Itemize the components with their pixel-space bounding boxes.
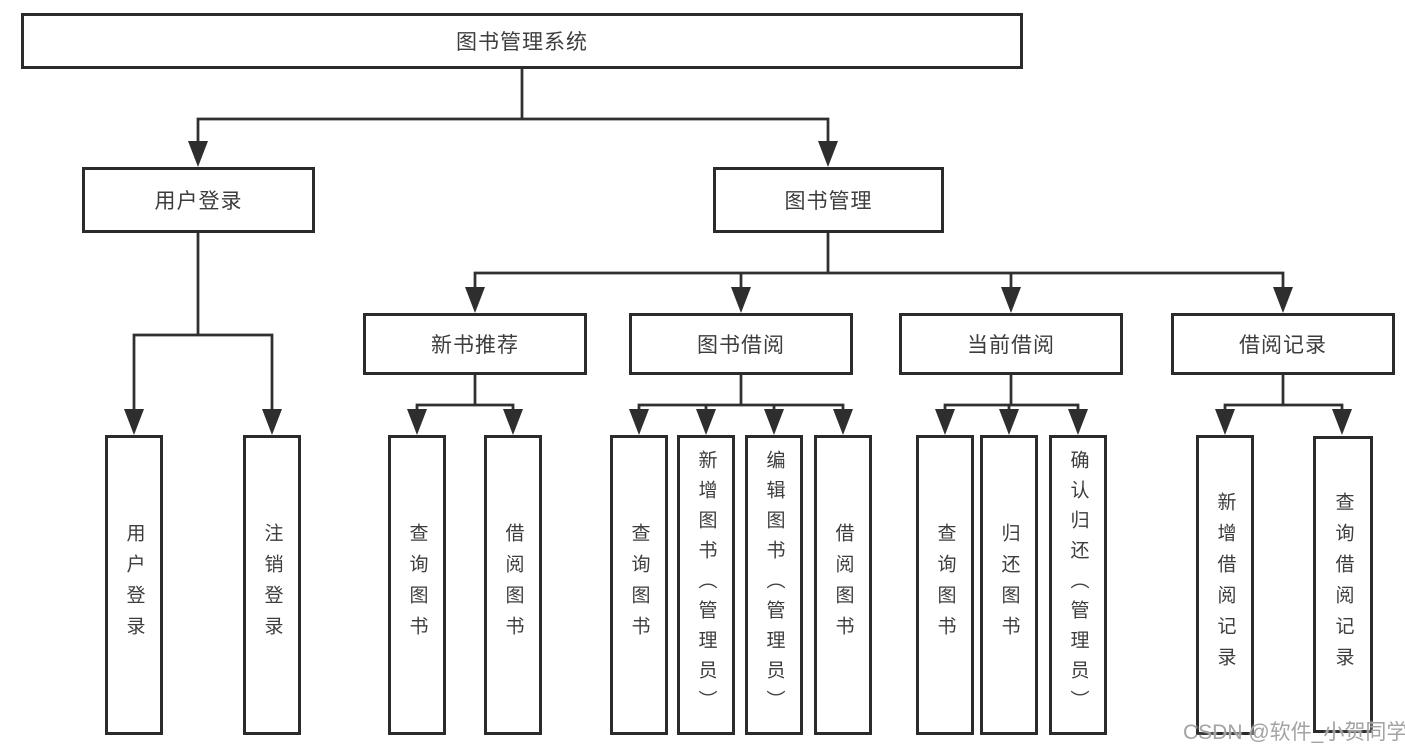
leaf-user-login: 用户登录 xyxy=(105,435,163,735)
connector-userlogin-branch xyxy=(124,231,282,435)
node-new-book-recommend-label: 新书推荐 xyxy=(431,334,519,357)
leaf-borrow-books-2: 借阅图书 xyxy=(814,435,872,735)
leaf-add-borrow-record: 新增借阅记录 xyxy=(1196,435,1254,735)
leaf-user-login-label: 用户登录 xyxy=(123,523,145,647)
leaf-query-books-3: 查询图书 xyxy=(916,435,974,735)
leaf-query-books-3-label: 查询图书 xyxy=(934,523,956,647)
leaf-query-books-1-label: 查询图书 xyxy=(406,523,428,647)
connector-borrowing-branch xyxy=(629,373,853,435)
arrow-head xyxy=(935,409,955,435)
node-new-book-recommend: 新书推荐 xyxy=(363,313,587,375)
leaf-query-books-2-label: 查询图书 xyxy=(628,523,650,647)
node-root: 图书管理系统 xyxy=(21,13,1023,69)
leaf-return-books: 归还图书 xyxy=(980,435,1038,735)
leaf-borrow-books-1: 借阅图书 xyxy=(484,435,542,735)
arrow-head xyxy=(696,409,716,435)
arrow-head xyxy=(1332,409,1352,435)
leaf-add-borrow-record-label: 新增借阅记录 xyxy=(1214,492,1236,678)
arrow-head xyxy=(833,409,853,435)
arrow-head xyxy=(124,409,144,435)
leaf-logout: 注销登录 xyxy=(243,435,301,735)
node-borrow-records: 借阅记录 xyxy=(1171,313,1395,375)
leaf-query-books-1: 查询图书 xyxy=(388,435,446,735)
node-current-borrowing: 当前借阅 xyxy=(899,313,1123,375)
leaf-query-borrow-record-label: 查询借阅记录 xyxy=(1332,491,1354,678)
node-book-management: 图书管理 xyxy=(713,167,944,233)
leaf-add-books-admin-label: 新增图书（管理员） xyxy=(695,450,717,720)
connector-records-branch xyxy=(1215,373,1352,435)
leaf-return-books-label: 归还图书 xyxy=(998,523,1020,647)
arrow-head xyxy=(731,287,751,313)
arrow-head xyxy=(503,409,523,435)
node-current-borrowing-label: 当前借阅 xyxy=(967,334,1055,357)
leaf-query-borrow-record: 查询借阅记录 xyxy=(1313,436,1373,733)
arrow-head xyxy=(1273,287,1293,313)
connector-root-to-level2 xyxy=(188,67,838,167)
arrow-head xyxy=(407,409,427,435)
leaf-edit-books-admin-label: 编辑图书（管理员） xyxy=(763,450,785,720)
arrow-head xyxy=(1068,409,1088,435)
csdn-watermark: CSDN @软件_小贺同学 xyxy=(1183,721,1405,744)
arrow-head xyxy=(465,287,485,313)
leaf-edit-books-admin: 编辑图书（管理员） xyxy=(745,435,803,735)
leaf-add-books-admin: 新增图书（管理员） xyxy=(677,435,735,735)
arrow-head xyxy=(1001,287,1021,313)
connector-newbooks-branch xyxy=(407,373,523,435)
connector-current-branch xyxy=(935,373,1088,435)
node-book-management-label: 图书管理 xyxy=(784,190,873,213)
arrow-head xyxy=(999,409,1019,435)
leaf-borrow-books-2-label: 借阅图书 xyxy=(832,523,854,647)
arrow-head xyxy=(188,141,208,167)
node-book-borrowing: 图书借阅 xyxy=(629,313,853,375)
leaf-logout-label: 注销登录 xyxy=(261,523,283,647)
arrow-head xyxy=(764,409,784,435)
node-user-login-label: 用户登录 xyxy=(154,190,243,213)
arrow-head xyxy=(629,409,649,435)
node-borrow-records-label: 借阅记录 xyxy=(1239,334,1327,357)
leaf-query-books-2: 查询图书 xyxy=(610,435,668,735)
arrow-head xyxy=(262,409,282,435)
leaf-confirm-return-admin-label: 确认归还（管理员） xyxy=(1067,450,1089,720)
connector-bookmgmt-branch xyxy=(465,231,1293,313)
arrow-head xyxy=(1215,409,1235,435)
node-book-borrowing-label: 图书借阅 xyxy=(697,334,785,357)
leaf-confirm-return-admin: 确认归还（管理员） xyxy=(1049,435,1107,735)
leaf-borrow-books-1-label: 借阅图书 xyxy=(502,523,524,647)
node-user-login: 用户登录 xyxy=(82,167,315,233)
node-root-label: 图书管理系统 xyxy=(456,31,588,54)
arrow-head xyxy=(818,141,838,167)
